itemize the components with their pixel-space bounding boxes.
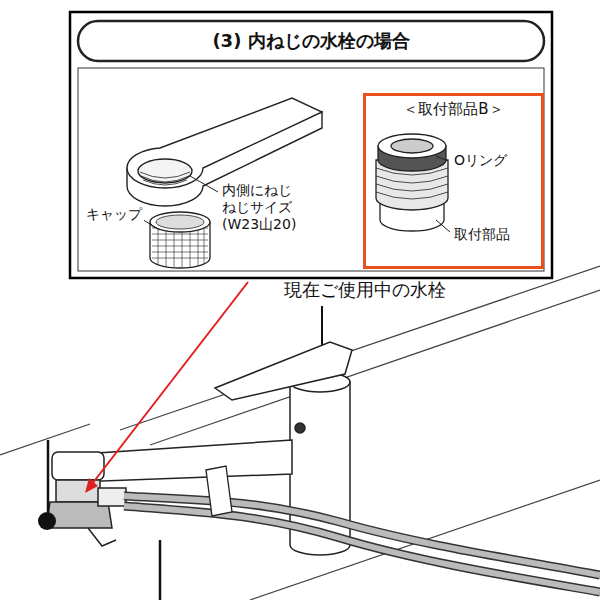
part-label: Oリング [452,152,509,168]
leader-line [159,540,162,600]
leader-line [436,220,450,232]
part-label: (W23山20) [220,216,298,232]
faucet [46,342,352,555]
part-label: 内側にねじ [220,182,294,198]
counter-lines [0,266,600,600]
arrow-head [85,478,98,493]
title-text: (3) 内ねじの水栓の場合 [212,31,409,52]
leader-line [190,176,218,192]
callout-dot [38,512,56,530]
title-banner [78,21,544,61]
cap [150,212,210,268]
part-label: ねじサイズ [220,199,294,215]
part-frame: ＜取付部品B＞ [363,93,544,269]
part-label: 取付部品 [452,226,512,242]
leader-line [436,156,448,161]
leader-line [47,440,50,512]
part-heading: ＜取付部品B＞ [366,100,541,119]
hose [124,466,600,592]
spout-end [127,98,322,206]
attachment-part [376,134,448,231]
inner-frame [78,68,544,271]
part-label: キャップ [84,206,144,222]
part-label: 現在ご使用中の水栓 [282,280,448,301]
panel-frame [70,12,552,278]
pointer-arrow [92,282,248,484]
